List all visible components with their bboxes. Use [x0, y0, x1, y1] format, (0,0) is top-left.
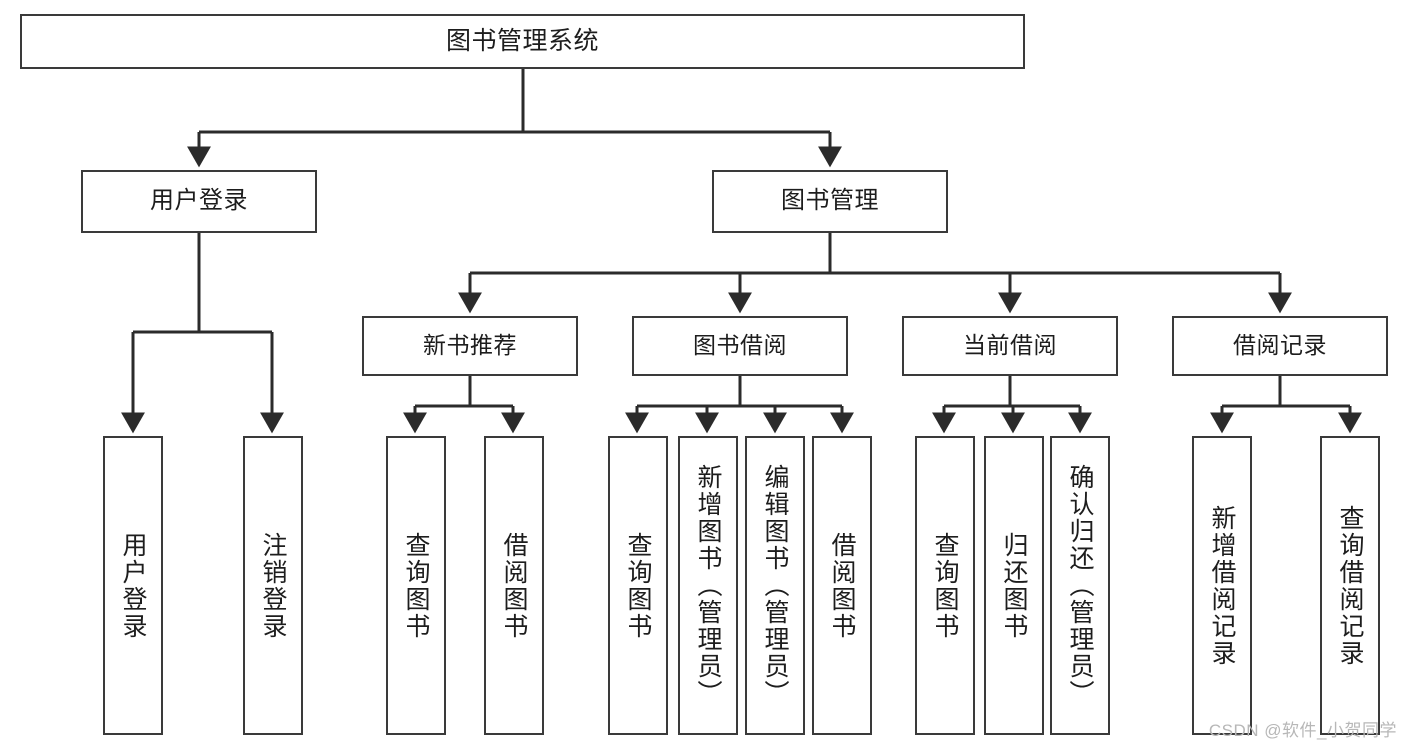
node-label: 用户登录 [150, 187, 248, 215]
node-label: 新增图书（管理员） [694, 464, 722, 707]
node-borrow-record[interactable]: 借阅记录 [1172, 316, 1388, 376]
leaf-recommend-borrow-book[interactable]: 借阅图书 [484, 436, 544, 735]
node-label: 新增借阅记录 [1208, 504, 1236, 667]
node-label: 查询图书 [624, 531, 652, 640]
node-user-login[interactable]: 用户登录 [81, 170, 317, 233]
node-label: 编辑图书（管理员） [761, 464, 789, 707]
leaf-borrow-edit-book-admin[interactable]: 编辑图书（管理员） [745, 436, 805, 735]
node-label: 注销登录 [259, 531, 287, 640]
leaf-user-login-login[interactable]: 用户登录 [103, 436, 163, 735]
node-new-book-recommend[interactable]: 新书推荐 [362, 316, 578, 376]
node-label: 归还图书 [1000, 531, 1028, 640]
leaf-record-query-record[interactable]: 查询借阅记录 [1320, 436, 1380, 735]
leaf-borrow-borrow-book[interactable]: 借阅图书 [812, 436, 872, 735]
node-label: 借阅图书 [828, 531, 856, 640]
node-current-borrow[interactable]: 当前借阅 [902, 316, 1118, 376]
leaf-current-return-book[interactable]: 归还图书 [984, 436, 1044, 735]
node-label: 图书管理 [781, 187, 879, 215]
node-label: 用户登录 [119, 531, 147, 640]
node-book-management[interactable]: 图书管理 [712, 170, 948, 233]
node-root-system[interactable]: 图书管理系统 [20, 14, 1025, 69]
node-label: 新书推荐 [423, 332, 517, 359]
leaf-user-login-logout[interactable]: 注销登录 [243, 436, 303, 735]
leaf-current-confirm-return-admin[interactable]: 确认归还（管理员） [1050, 436, 1110, 735]
csdn-watermark: CSDN @软件_小贺同学 [1208, 721, 1397, 740]
node-label: 图书管理系统 [445, 26, 599, 55]
node-label: 当前借阅 [963, 332, 1057, 359]
node-label: 借阅记录 [1233, 332, 1327, 359]
leaf-current-query-book[interactable]: 查询图书 [915, 436, 975, 735]
node-label: 图书借阅 [693, 332, 787, 359]
node-label: 确认归还（管理员） [1066, 464, 1094, 707]
node-label: 查询借阅记录 [1336, 504, 1364, 667]
leaf-record-add-record[interactable]: 新增借阅记录 [1192, 436, 1252, 735]
node-label: 查询图书 [931, 531, 959, 640]
leaf-borrow-add-book-admin[interactable]: 新增图书（管理员） [678, 436, 738, 735]
node-label: 查询图书 [402, 531, 430, 640]
node-label: 借阅图书 [500, 531, 528, 640]
node-book-borrow[interactable]: 图书借阅 [632, 316, 848, 376]
leaf-recommend-query-book[interactable]: 查询图书 [386, 436, 446, 735]
leaf-borrow-query-book[interactable]: 查询图书 [608, 436, 668, 735]
